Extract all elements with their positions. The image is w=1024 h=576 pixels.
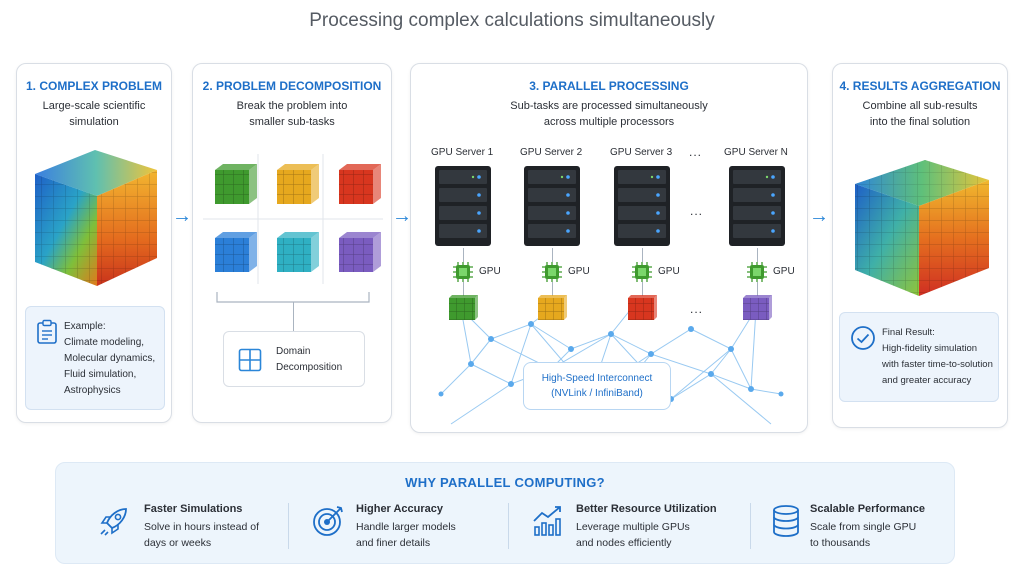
sub-task-block (215, 232, 257, 272)
bracket-stem (293, 302, 294, 332)
gpu-label: GPU (773, 266, 795, 277)
sub-task-block (277, 232, 319, 272)
flow-arrow-2: → (392, 205, 412, 227)
sub-task-block (449, 295, 478, 320)
benefit-description: Handle larger models and finer details (356, 521, 456, 549)
rocket-icon (100, 508, 127, 536)
benefit-scalable-performance: Scalable Performance Scale from single G… (810, 503, 950, 557)
server-label-1: GPU Server 1 (431, 147, 494, 158)
benefit-title: Scalable Performance (810, 503, 925, 515)
example-note-text: Example: Climate modeling, Molecular dyn… (64, 321, 156, 396)
decomposition-note: Domain Decomposition (223, 331, 365, 387)
gpu-label: GPU (658, 266, 680, 277)
panel-heading: 3. PARALLEL PROCESSING (529, 79, 689, 93)
chart-growth-icon (533, 506, 561, 536)
panel-results-aggregation: 4. RESULTS AGGREGATION Combine all sub-r… (832, 63, 1008, 428)
server-label-n: GPU Server N (724, 147, 788, 158)
decomposition-note-text: Domain Decomposition (276, 346, 343, 373)
why-parallel-section: WHY PARALLEL COMPUTING? Faster Simulatio… (55, 462, 955, 564)
benefit-faster-simulations: Faster Simulations Solve in hours instea… (144, 503, 284, 557)
final-result-note: Final Result: High-fidelity simulation w… (839, 312, 999, 402)
simulation-cube-graphic (35, 150, 157, 286)
server-ellipsis-label: ... (689, 145, 703, 159)
server-label-2: GPU Server 2 (520, 147, 583, 158)
gpu-label: GPU (568, 266, 590, 277)
sub-task-block (339, 164, 381, 204)
sub-task-block (743, 295, 772, 320)
benefit-divider (750, 503, 751, 549)
benefit-higher-accuracy: Higher Accuracy Handle larger models and… (356, 503, 506, 557)
check-circle-icon (851, 326, 875, 350)
chip-to-block-line (463, 282, 464, 296)
benefit-description: Leverage multiple GPUs and nodes efficie… (576, 521, 690, 549)
panel-heading: 1. COMPLEX PROBLEM (25, 79, 162, 93)
gpu-label: GPU (479, 266, 501, 277)
benefit-resource-utilization: Better Resource Utilization Leverage mul… (576, 503, 746, 557)
gpu-server-4: GPU (727, 164, 797, 334)
gpu-chip-icon (632, 262, 652, 282)
panel-subtitle: Combine all sub-results into the final s… (862, 100, 978, 128)
example-note: Example: Climate modeling, Molecular dyn… (25, 306, 165, 410)
flow-arrow-3: → (809, 205, 829, 227)
panel-complex-problem: 1. COMPLEX PROBLEM Large-scale scientifi… (16, 63, 172, 423)
benefit-title: Higher Accuracy (356, 503, 444, 515)
panel-subtitle: Sub-tasks are processed simultaneously a… (510, 100, 708, 128)
why-heading: WHY PARALLEL COMPUTING? (405, 475, 605, 490)
chip-to-block-line (757, 282, 758, 296)
sub-task-block (628, 295, 657, 320)
benefit-divider (508, 503, 509, 549)
panel-subtitle: Break the problem into smaller sub-tasks (236, 100, 348, 128)
database-icon (773, 505, 799, 537)
gpu-server-3: GPU (612, 164, 682, 334)
panel-heading: 2. PROBLEM DECOMPOSITION (202, 79, 382, 93)
rack-to-chip-line (463, 248, 464, 262)
server-rack-icon (435, 166, 491, 246)
sub-task-blocks-graphic (203, 154, 383, 303)
interconnect-box: High-Speed Interconnect (NVLink / Infini… (523, 362, 671, 410)
gpu-chip-icon (453, 262, 473, 282)
sub-task-block (538, 295, 567, 320)
server-rack-icon (729, 166, 785, 246)
clipboard-icon (37, 319, 57, 344)
chip-to-block-line (642, 282, 643, 296)
panel-problem-decomposition: 2. PROBLEM DECOMPOSITION Break the probl… (192, 63, 392, 423)
server-rack-icon (524, 166, 580, 246)
benefit-description: Solve in hours instead of days or weeks (144, 521, 259, 549)
benefit-title: Faster Simulations (144, 503, 243, 515)
final-result-text: Final Result: High-fidelity simulation w… (882, 327, 993, 386)
gpu-chip-icon (747, 262, 767, 282)
sub-task-block (277, 164, 319, 204)
gpu-chip-icon (542, 262, 562, 282)
target-icon (313, 506, 343, 536)
sub-task-block (215, 164, 257, 204)
grid-icon (238, 348, 262, 372)
rack-ellipsis: ... (690, 204, 704, 218)
rack-to-chip-line (757, 248, 758, 262)
server-rack-icon (614, 166, 670, 246)
rack-to-chip-line (642, 248, 643, 262)
panel-heading: 4. RESULTS AGGREGATION (839, 79, 1001, 93)
sub-task-block (339, 232, 381, 272)
page-title: Processing complex calculations simultan… (309, 10, 715, 31)
chip-to-block-line (552, 282, 553, 296)
gpu-server-2: GPU (522, 164, 592, 334)
server-label-3: GPU Server 3 (610, 147, 673, 158)
result-cube-graphic (855, 160, 989, 296)
gpu-server-1: GPU (433, 164, 503, 334)
benefit-title: Better Resource Utilization (576, 503, 717, 515)
benefit-description: Scale from single GPU to thousands (810, 521, 917, 549)
benefit-divider (288, 503, 289, 549)
block-ellipsis: ... (690, 302, 704, 316)
flow-arrow-1: → (172, 205, 192, 227)
panel-subtitle: Large-scale scientific simulation (42, 100, 146, 128)
rack-to-chip-line (552, 248, 553, 262)
